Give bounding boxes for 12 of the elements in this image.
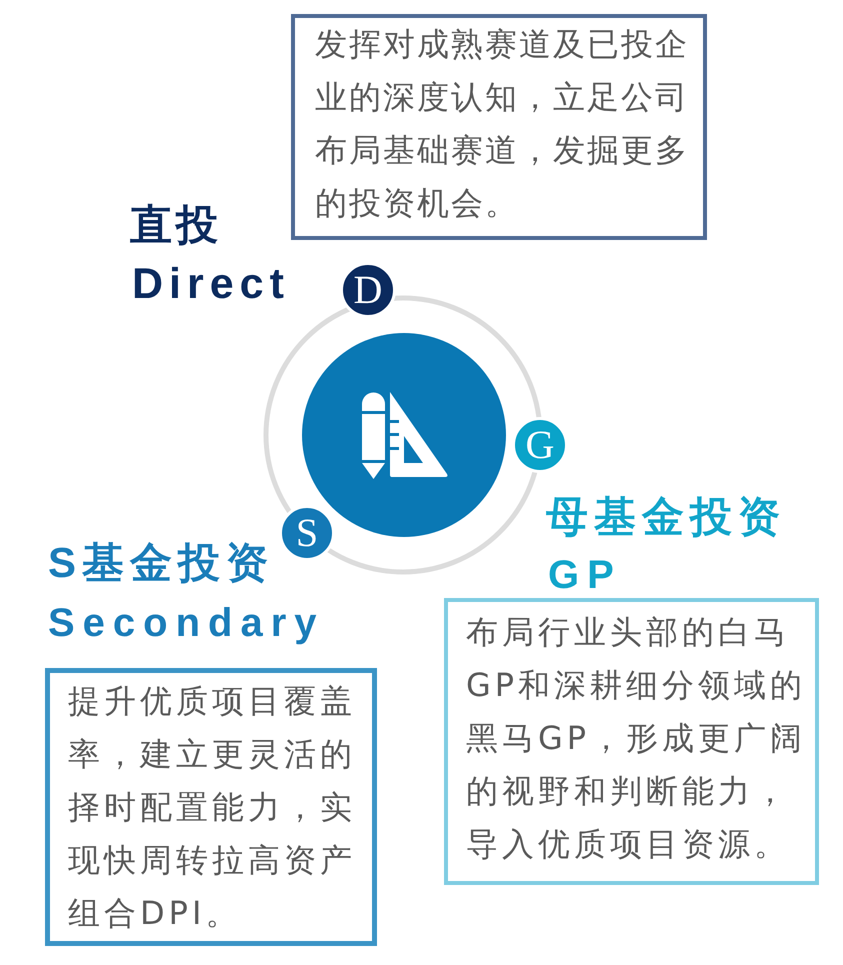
letter-marker: G <box>512 417 568 473</box>
section-subheading: Secondary <box>48 603 325 643</box>
section-heading: 母基金投资 <box>546 496 786 538</box>
section-heading: 直投 <box>130 204 222 246</box>
letter-marker: D <box>340 262 396 318</box>
description-box: 发挥对成熟赛道及已投企业的深度认知，立足公司布局基础赛道，发掘更多的投资机会。 <box>291 14 707 240</box>
section-subheading: GP <box>548 555 622 595</box>
description-box: 布局行业头部的白马GP和深耕细分领域的黑马GP，形成更广阔的视野和判断能力，导入优质项目资源。 <box>444 598 819 885</box>
letter-marker: S <box>279 505 335 561</box>
section-subheading: Direct <box>132 263 290 306</box>
section-heading: S基金投资 <box>48 542 274 584</box>
description-box: 提升优质项目覆盖率，建立更灵活的择时配置能力，实现快周转拉高资产组合DPI。 <box>45 668 377 946</box>
